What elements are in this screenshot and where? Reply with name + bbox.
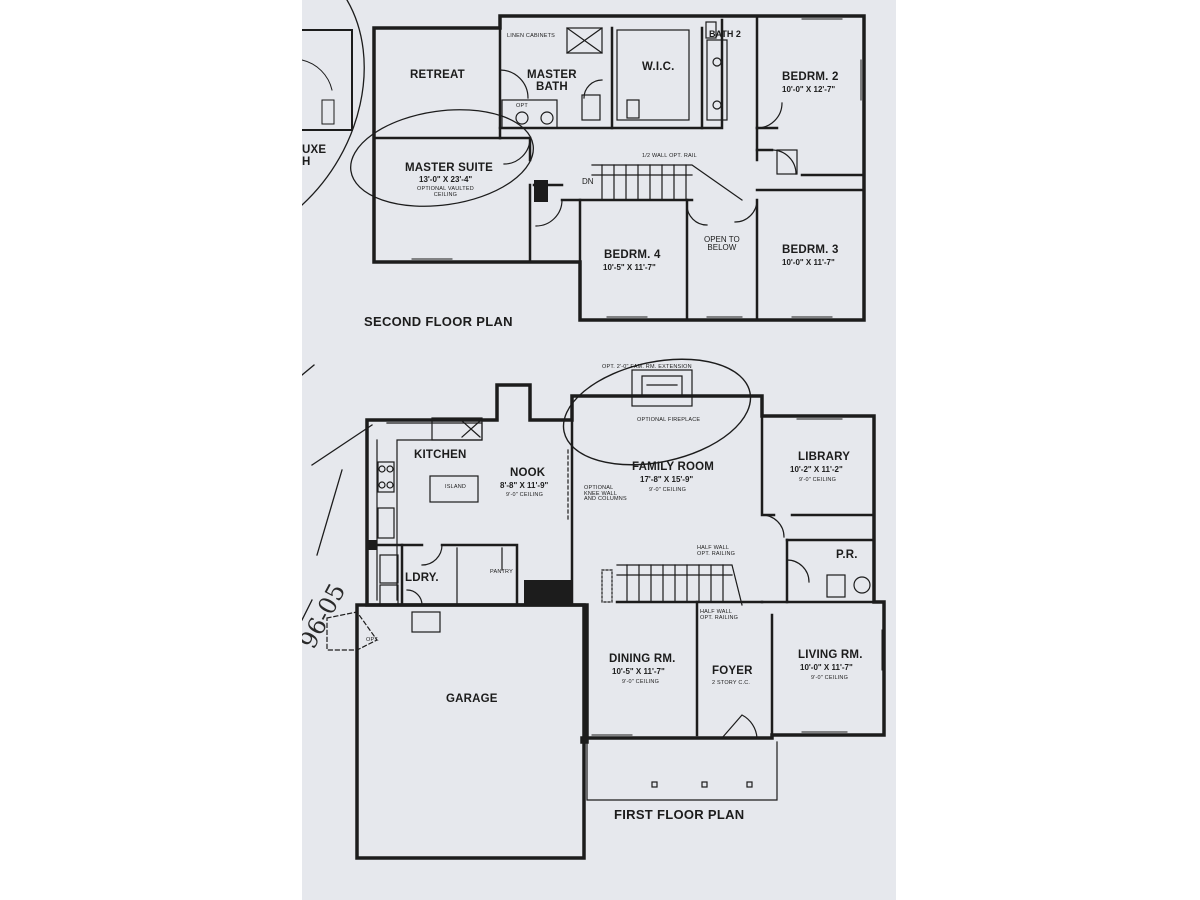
label-deluxe-fragment: UXE H — [302, 144, 327, 168]
label-dining: DINING RM. — [609, 653, 676, 665]
label-master-suite-note: OPTIONAL VAULTED CEILING — [417, 186, 474, 198]
label-family-room-dim: 17'-8" X 15'-9" — [640, 475, 694, 484]
label-bedrm3: BEDRM. 3 — [782, 244, 839, 256]
label-living-note: 9'-0" CEILING — [811, 675, 849, 681]
label-dining-note: 9'-0" CEILING — [622, 679, 660, 685]
label-family-room: FAMILY ROOM — [632, 461, 715, 473]
label-bedrm2-dim: 10'-0" X 12'-7" — [782, 85, 836, 94]
label-bedrm4-dim: 10'-5" X 11'-7" — [603, 263, 656, 272]
floor-plan-sheet: RETREAT MASTER BATH W.I.C. LINEN CABINET… — [302, 0, 896, 900]
label-master-suite: MASTER SUITE — [405, 162, 494, 174]
label-foyer-note: 2 STORY C.C. — [712, 680, 751, 686]
label-pr: P.R. — [836, 549, 858, 561]
label-wic: W.I.C. — [642, 61, 675, 73]
label-bedrm4: BEDRM. 4 — [604, 249, 661, 261]
first-floor-title: FIRST FLOOR PLAN — [614, 807, 745, 822]
label-family-room-note: 9'-0" CEILING — [649, 487, 687, 493]
label-open-below: OPEN TO BELOW — [704, 235, 740, 252]
label-nook-dim: 8'-8" X 11'-9" — [500, 481, 549, 490]
label-optional-kneewall: OPTIONAL KNEE WALL AND COLUMNS — [584, 485, 627, 502]
label-bedrm2: BEDRM. 2 — [782, 71, 839, 83]
label-nook: NOOK — [510, 467, 546, 479]
label-kitchen: KITCHEN — [414, 449, 467, 461]
second-floor-title: SECOND FLOOR PLAN — [364, 314, 513, 329]
floor-plan-drawing — [302, 0, 886, 860]
label-pantry: PANTRY — [490, 569, 514, 575]
label-library: LIBRARY — [798, 451, 851, 463]
label-bedrm3-dim: 10'-0" X 11'-7" — [782, 258, 835, 267]
label-linen-cabinets: LINEN CABINETS — [507, 33, 556, 39]
label-nook-note: 9'-0" CEILING — [506, 492, 544, 498]
label-half-wall-bottom: HALF WALL OPT. RAILING — [700, 609, 739, 621]
label-living: LIVING RM. — [798, 649, 863, 661]
label-bath2: BATH 2 — [709, 29, 741, 39]
label-master-suite-dim: 13'-0" X 23'-4" — [419, 175, 473, 184]
label-ldry: LDRY. — [405, 572, 439, 584]
label-half-wall-top: HALF WALL OPT. RAILING — [697, 545, 736, 557]
label-master-bath: MASTER BATH — [527, 69, 577, 93]
label-living-dim: 10'-0" X 11'-7" — [800, 663, 853, 672]
label-dining-dim: 10'-5" X 11'-7" — [612, 667, 665, 676]
label-optional-fireplace: OPTIONAL FIREPLACE — [637, 417, 701, 423]
label-foyer: FOYER — [712, 665, 753, 677]
label-retreat: RETREAT — [410, 69, 465, 81]
label-island: ISLAND — [445, 484, 467, 490]
label-half-wall-rail: 1/2 WALL OPT. RAIL — [642, 153, 697, 159]
label-opt-2f: OPT — [516, 103, 528, 109]
label-library-dim: 10'-2" X 11'-2" — [790, 465, 843, 474]
label-garage: GARAGE — [446, 693, 498, 705]
label-library-note: 9'-0" CEILING — [799, 477, 837, 483]
label-fam-rm-extension: OPT. 2'-0" FAM. RM. EXTENSION — [602, 364, 692, 370]
adjacent-plan-fragment — [302, 29, 353, 131]
label-opt-garage-door: OPT. — [366, 637, 380, 643]
label-dn: DN — [582, 177, 594, 186]
